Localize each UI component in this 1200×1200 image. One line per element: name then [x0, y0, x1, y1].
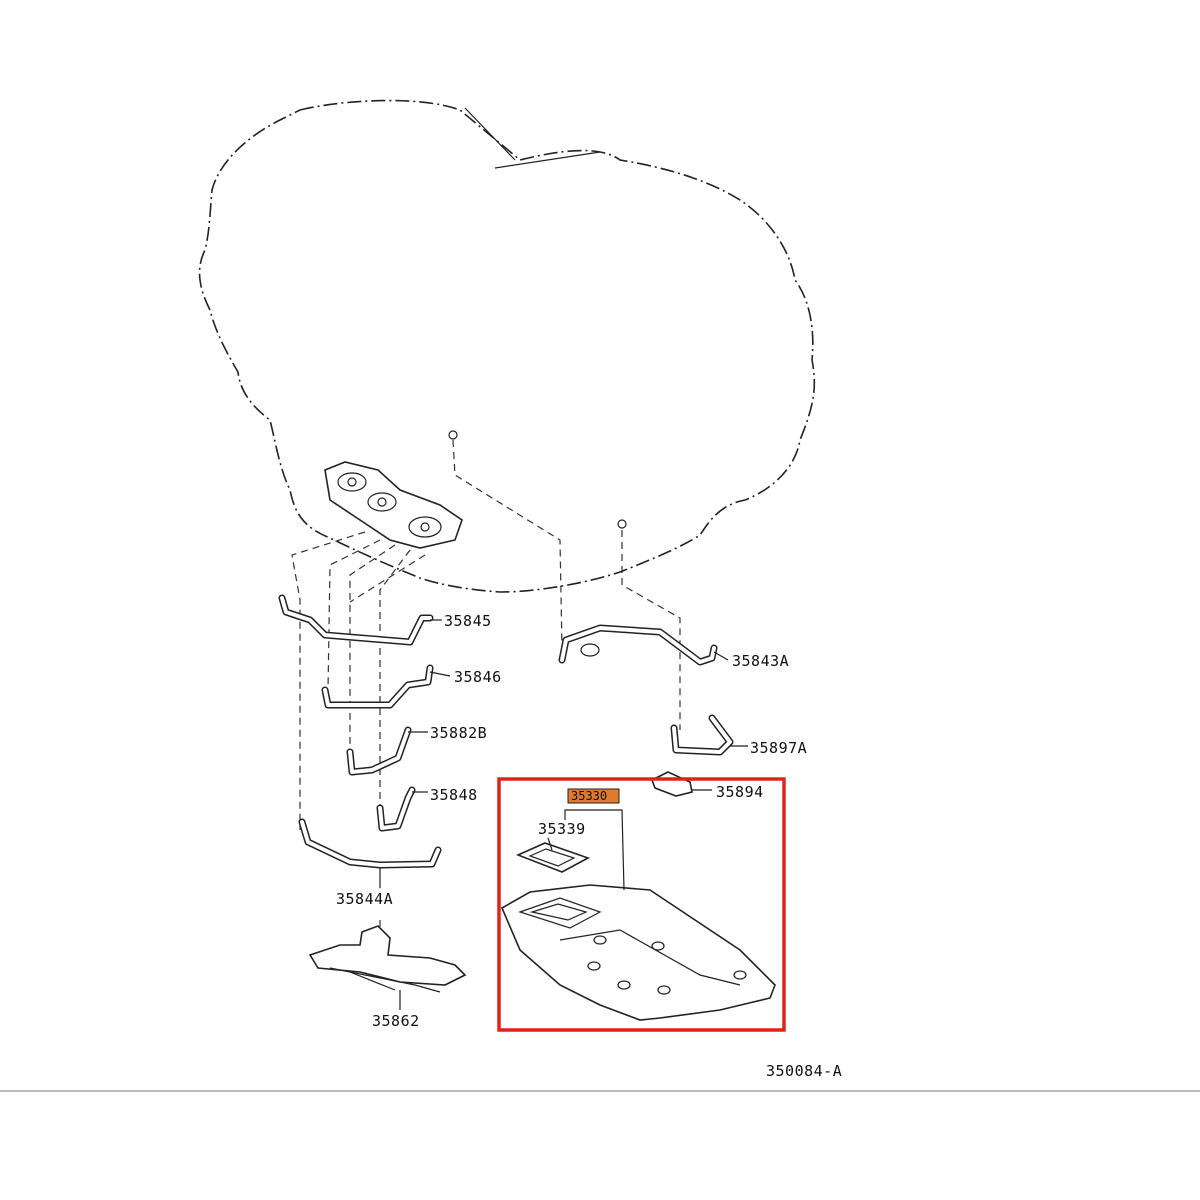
bracket-35862	[308, 925, 467, 993]
transmission-case-outline	[198, 99, 816, 593]
oil-strainer-35330	[500, 884, 776, 1021]
label-35844a: 35844A	[336, 890, 393, 908]
highlight-label-box	[567, 788, 620, 804]
leader-lines	[379, 619, 748, 1010]
label-35894: 35894	[716, 783, 764, 801]
label-35897a: 35897A	[750, 739, 807, 757]
label-35862: 35862	[372, 1012, 420, 1030]
label-35882b: 35882B	[430, 724, 487, 742]
assembly-guide-lines	[291, 430, 681, 930]
pipe-35844a	[298, 818, 442, 869]
label-35845: 35845	[444, 612, 492, 630]
pipe-35845	[278, 594, 434, 646]
pipe-35846	[321, 664, 434, 709]
label-35330: 35330	[571, 789, 607, 803]
pipe-35897a	[670, 714, 734, 756]
label-35339: 35339	[538, 820, 586, 838]
oil-strainer-gasket-35339	[515, 842, 590, 873]
valve-body-bracket	[324, 461, 463, 549]
pipe-35843a	[558, 624, 718, 666]
highlight-box	[497, 777, 786, 1032]
label-35843a: 35843A	[732, 652, 789, 670]
pipe-35848	[376, 786, 416, 832]
reference-code: 350084-A	[766, 1062, 842, 1080]
label-35846: 35846	[454, 668, 502, 686]
label-35848: 35848	[430, 786, 478, 804]
gasket-35894	[650, 771, 693, 797]
pipe-35882b	[346, 726, 412, 776]
